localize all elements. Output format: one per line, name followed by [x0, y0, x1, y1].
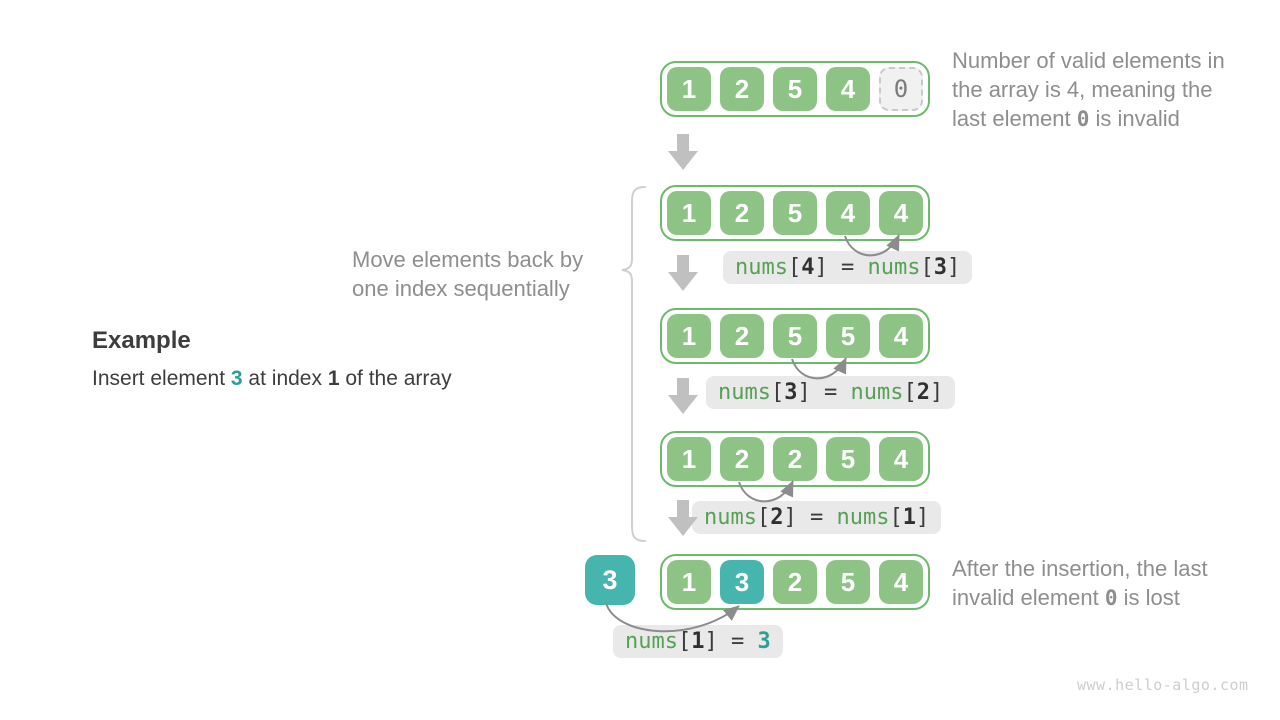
assignment-label-1: nums[4] = nums[3] [723, 251, 973, 284]
text-segment: nums [625, 629, 678, 654]
text-segment: 2 [770, 505, 784, 530]
text-segment: nums [718, 380, 771, 405]
text-segment: 3 [757, 629, 771, 654]
array-cell: 5 [826, 314, 870, 358]
array-cell: 4 [826, 67, 870, 111]
text-segment: [ [756, 505, 771, 530]
text-segment: 3 [784, 380, 798, 405]
array-cell-inserted: 3 [720, 560, 764, 604]
text-segment: Number of valid elements in [952, 48, 1225, 73]
array-cell: 4 [879, 314, 923, 358]
text-segment: [ [677, 629, 692, 654]
text-segment: nums [850, 380, 904, 405]
text-segment: ] = [783, 505, 837, 530]
text-segment: 1 [691, 629, 705, 654]
array-cell: 4 [826, 191, 870, 235]
text-segment: ] = [814, 255, 868, 280]
text-segment: 2 [916, 380, 930, 405]
array-cell: 1 [667, 67, 711, 111]
text-segment: nums [735, 255, 788, 280]
text-segment: ] [946, 255, 961, 280]
text-segment: ] = [704, 629, 758, 654]
array-cell: 2 [773, 437, 817, 481]
text-segment: [ [787, 255, 802, 280]
assignment-label-3: nums[2] = nums[1] [692, 501, 942, 534]
array-cell: 1 [667, 437, 711, 481]
array-cell: 1 [667, 314, 711, 358]
text-segment: is invalid [1089, 106, 1180, 131]
down-arrow-icon [668, 255, 698, 291]
text-segment: one index sequentially [352, 276, 570, 301]
text-segment: 3 [933, 255, 947, 280]
watermark: www.hello-algo.com [1077, 676, 1249, 694]
array-cell: 2 [720, 437, 764, 481]
text-segment: 0 [1104, 586, 1118, 610]
text-segment: [ [920, 255, 934, 280]
text-segment: last element [952, 106, 1077, 131]
text-segment: 0 [1076, 107, 1090, 131]
array-cell: 2 [720, 67, 764, 111]
text-segment: 1 [327, 367, 340, 390]
note-move-elements: Move elements back by one index sequentia… [352, 245, 583, 303]
text-segment: [ [770, 380, 785, 405]
text-segment: invalid element [952, 585, 1105, 610]
array-cell: 2 [720, 191, 764, 235]
text-segment: After the insertion, the last [952, 556, 1208, 581]
array-cell: 5 [773, 191, 817, 235]
down-arrow-icon [668, 378, 698, 414]
array-cell: 4 [879, 437, 923, 481]
note-valid-elements: Number of valid elements in the array is … [952, 46, 1225, 134]
text-segment: nums [867, 255, 921, 280]
assignment-label-2: nums[3] = nums[2] [706, 376, 956, 409]
text-segment: ] [929, 380, 944, 405]
text-segment: nums [704, 505, 757, 530]
text-segment: the array is 4, meaning the [952, 77, 1213, 102]
array-cell: 5 [826, 560, 870, 604]
example-heading: Example [92, 327, 191, 354]
array-cell: 2 [773, 560, 817, 604]
text-segment: [ [903, 380, 917, 405]
text-segment: at index [242, 367, 328, 390]
text-segment: ] = [797, 380, 851, 405]
array-cell: 4 [879, 191, 923, 235]
text-segment: [ [889, 505, 903, 530]
array-cell: 2 [720, 314, 764, 358]
text-segment: 3 [230, 367, 243, 390]
brace-icon [621, 186, 646, 542]
text-segment: Insert element [92, 367, 231, 390]
array-cell: 5 [773, 314, 817, 358]
inserted-element-cell: 3 [585, 555, 635, 605]
text-segment: 1 [902, 505, 916, 530]
note-after-insertion: After the insertion, the last invalid ele… [952, 554, 1208, 613]
text-segment: nums [836, 505, 890, 530]
array-cell: 5 [826, 437, 870, 481]
text-segment: 4 [801, 255, 815, 280]
array-cell-invalid: 0 [879, 67, 923, 111]
down-arrow-icon [668, 134, 698, 170]
assignment-label-4: nums[1] = 3 [613, 625, 783, 658]
text-segment: ] [915, 505, 930, 530]
example-description: Insert element 3 at index 1 of the array [92, 367, 452, 391]
array-cell: 5 [773, 67, 817, 111]
array-cell: 4 [879, 560, 923, 604]
text-segment: Move elements back by [352, 247, 584, 272]
text-segment: is lost [1117, 585, 1180, 610]
array-cell: 1 [667, 191, 711, 235]
array-cell: 1 [667, 560, 711, 604]
text-segment: of the array [339, 367, 452, 390]
